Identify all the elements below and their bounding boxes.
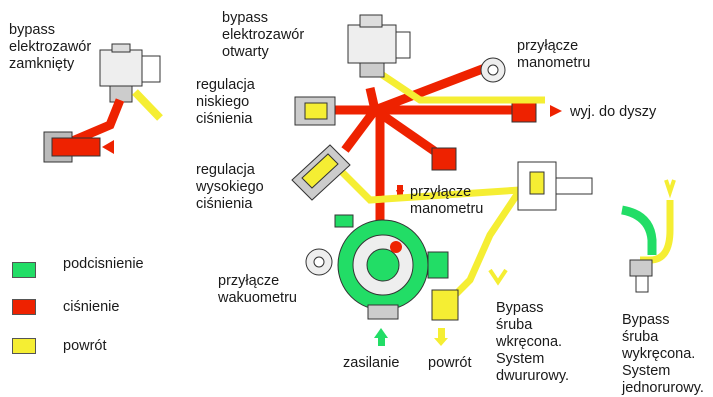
label-bypass-screw-out: Bypass śruba wykręcona. System jednoruro… — [622, 312, 704, 396]
return-lines — [337, 67, 545, 321]
label-bypass-closed: bypass elektrozawór zamknięty — [9, 22, 92, 72]
legend-swatch-vacuum — [12, 262, 36, 278]
label-bypass-screw-in: Bypass śruba wkręcona. System dwururowy. — [496, 300, 570, 384]
label-low-pressure-reg: regulacja niskiego ciśnienia — [196, 77, 255, 127]
bypass-closed-valve — [43, 43, 163, 163]
label-bypass-open: bypass elektrozawór otwarty — [222, 10, 305, 60]
single-pipe-bypass — [621, 179, 676, 293]
legend-swatch-pressure — [12, 299, 36, 315]
label-gauge-port-mid: przyłącze manometru — [410, 184, 484, 217]
label-return: powrót — [428, 355, 472, 371]
pressure-lines — [330, 63, 562, 230]
bypass-screw-block — [517, 161, 593, 211]
label-high-pressure-reg: regulacja wysokiego ciśnienia — [196, 162, 264, 212]
pump-body — [334, 214, 449, 346]
label-supply: zasilanie — [343, 355, 400, 371]
low-pressure-regulator — [294, 96, 336, 126]
legend-label-vacuum: podcisnienie — [63, 256, 144, 272]
label-nozzle-out: wyj. do dyszy — [570, 104, 657, 120]
high-pressure-regulator — [291, 144, 351, 201]
legend-label-return: powrót — [63, 338, 107, 354]
bypass-open-valve — [347, 14, 411, 78]
legend-label-pressure: ciśnienie — [63, 299, 120, 315]
legend-swatch-return — [12, 338, 36, 354]
label-vacuum-port: przyłącze wakuometru — [218, 273, 297, 306]
label-gauge-port-top: przyłącze manometru — [517, 38, 591, 71]
